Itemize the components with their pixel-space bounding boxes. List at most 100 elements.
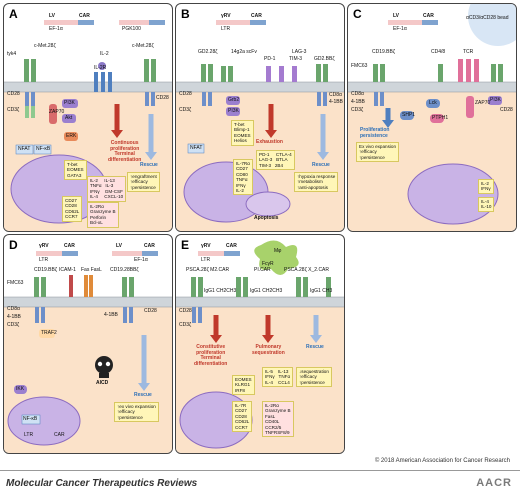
exhaustion-box: PD-1 CTLA-4 LAG-3 BTLA TIM-3 2B4 bbox=[256, 150, 295, 171]
rescue-box: ↑ex vivo expansion ↑efficacy ↑persistenc… bbox=[114, 402, 159, 423]
tf-box: EOMES KLRG1 IRF8 bbox=[232, 375, 255, 396]
pi3k-label: PI3K bbox=[490, 97, 501, 103]
grv-label: γRV bbox=[221, 13, 231, 19]
cd8a-label: CD8α bbox=[7, 306, 20, 312]
cd28-label: CD28 bbox=[144, 308, 157, 314]
erk-label: ERK bbox=[66, 133, 77, 139]
cytokine-box-1: IL-2 IFNγ bbox=[478, 179, 494, 194]
il2-label: IL-2 bbox=[100, 51, 109, 57]
lv-label: LV bbox=[393, 13, 400, 19]
cd48-label: CD4/8 bbox=[431, 49, 446, 55]
car-label: CAR bbox=[251, 13, 262, 19]
zap70-label: ZAP70 bbox=[475, 100, 491, 106]
cmet-car-label-2: c-Met.28ζ bbox=[132, 43, 154, 49]
panel-label-b: B bbox=[181, 7, 190, 21]
cd3-label: CD3ζ bbox=[7, 107, 20, 113]
pi3k-label: PI3K bbox=[228, 108, 239, 114]
outcome-text-2: Pulmonary sequestration bbox=[252, 344, 285, 356]
cd19-car-label: CD19.BBζ bbox=[372, 49, 396, 55]
panel-label-a: A bbox=[9, 7, 18, 21]
ltr-label-2: LTR bbox=[24, 432, 34, 438]
rescue-label: Rescue bbox=[134, 392, 152, 398]
ef-promoter: EF-1α bbox=[49, 26, 63, 32]
cd3-label: CD3ζ bbox=[179, 322, 192, 328]
outcome-text: Proliferation persistence bbox=[360, 127, 390, 139]
rescue-box: ↑hypoxia response ↑metabolism ↑anti-apop… bbox=[294, 172, 339, 193]
outcome-text-1: Constitutive proliferation Terminal diff… bbox=[194, 344, 228, 367]
panel-label-e: E bbox=[181, 238, 190, 252]
panel-a: A LV CAR EF-1α PGK100 c- bbox=[3, 3, 173, 232]
journal-title: Molecular Cancer Therapeutics Reviews bbox=[6, 478, 198, 489]
gd2-car-label: GD2.28ζ bbox=[198, 49, 218, 55]
tcr-label: TCR bbox=[463, 49, 474, 55]
apoptosis-label: Apoptosis bbox=[254, 215, 279, 221]
il2r-label: IL-2R bbox=[94, 65, 107, 71]
igg-label-2: IgG1 CH2CH3 bbox=[250, 288, 283, 294]
tim3-label: TIM-3 bbox=[289, 56, 303, 62]
icam1-label: ICAM-1 bbox=[59, 267, 76, 273]
cd28-label: CD28 bbox=[179, 308, 192, 314]
tyk-label: tyk4 bbox=[7, 51, 17, 57]
lv-label: LV bbox=[116, 243, 123, 249]
traf2-label: TRAF2 bbox=[41, 330, 57, 336]
panel-a-graphics bbox=[4, 20, 172, 231]
cd19-car-label: CD19.BBζ bbox=[34, 267, 58, 273]
nfkb-label: NF-κB bbox=[36, 146, 51, 152]
low-expression-box: CD27 CD28 CD62L CCR7 bbox=[62, 196, 83, 222]
tf-box: T-bet EOMES GATA3 bbox=[64, 160, 87, 181]
zap70-label: ZAP70 bbox=[49, 109, 65, 115]
grv-label: γRV bbox=[39, 243, 49, 249]
41bb-label: 4-1BB bbox=[351, 99, 365, 105]
rescue-label: Rescue bbox=[306, 344, 324, 350]
car-label: CAR bbox=[79, 13, 90, 19]
cd28-label: CD28 bbox=[7, 91, 20, 97]
outcome-text: Continuous proliferation Terminal differ… bbox=[108, 140, 142, 163]
panel-d-graphics bbox=[4, 251, 172, 453]
cd28-right-label: CD28 bbox=[156, 95, 169, 101]
ltr-label: LTR bbox=[201, 257, 211, 263]
ptph1-label: PTPH1 bbox=[432, 115, 449, 121]
cytokine-box-2: IL-4 IL-10 bbox=[478, 197, 495, 212]
fmc63-label: FMC63 bbox=[7, 280, 24, 286]
akt-label: Akt bbox=[65, 115, 73, 121]
cd8a-label: CD8α bbox=[329, 92, 342, 98]
panel-b-graphics bbox=[176, 20, 344, 231]
rescue-label: Rescue bbox=[312, 162, 330, 168]
rescue-box: ↓sequestration ↑efficacy ↑persistence bbox=[296, 367, 332, 388]
ikk-label: IKK bbox=[16, 386, 25, 392]
lv-label: LV bbox=[49, 13, 56, 19]
bead-label: αCD3/αCD28 bead bbox=[466, 15, 509, 21]
fcgr-label: FcγR bbox=[262, 261, 274, 267]
cytokine-box: IL-5 IL-13 IFNγ TNFα IL-4 CCL4 bbox=[262, 367, 294, 388]
nfat-label: NFAT bbox=[18, 146, 31, 152]
panel-label-c: C bbox=[353, 7, 362, 21]
pd1-label: PD-1 bbox=[264, 56, 276, 62]
cmet-car-label: c-Met.28ζ bbox=[34, 43, 56, 49]
41bb-label-2: 4-1BB bbox=[104, 312, 118, 318]
tf-box: T-bet Blimp-1 EOMES Helios bbox=[231, 120, 254, 146]
lck-label: Lck bbox=[429, 100, 437, 106]
rescue-box: ↑engraftment ↑efficacy ↑persistence bbox=[127, 172, 160, 193]
igg-label-1: IgG1 CH2CH3 bbox=[204, 288, 237, 294]
ltr-label: LTR bbox=[221, 26, 231, 32]
psca-m2-car-label: PSCA.28ζ M2.CAR bbox=[186, 267, 230, 273]
aacr-logo: AACR bbox=[476, 477, 512, 489]
pgk-promoter: PGK100 bbox=[122, 26, 141, 32]
gd2bb-label: GD2.BBζ bbox=[314, 56, 335, 62]
nfat-label: NFAT bbox=[190, 145, 203, 151]
panel-e: E γRV CAR LTR Mφ FcγR PSCA.28ζ M2.CAR PI… bbox=[175, 234, 345, 454]
cd3-label: CD3ζ bbox=[7, 322, 20, 328]
car-label: CAR bbox=[226, 243, 237, 249]
cd3-label: CD3ζ bbox=[179, 107, 192, 113]
41bb-label: 4-1BB bbox=[7, 314, 21, 320]
fas-fasl-label: Fas FasL bbox=[81, 267, 102, 273]
lag3-label: LAG-3 bbox=[292, 49, 307, 55]
ef-promoter: EF-1α bbox=[134, 257, 148, 263]
exhaustion-label: Exhaustion bbox=[256, 139, 283, 145]
aicd-label: AICD bbox=[96, 380, 109, 386]
car-label: CAR bbox=[423, 13, 434, 19]
ef-promoter: EF-1α bbox=[393, 26, 407, 32]
41bb-label: 4-1BB bbox=[329, 99, 343, 105]
grv-label: γRV bbox=[201, 243, 211, 249]
cytokine-box: IL-2 IL-13 TNFα IL-3 IFNγ GM-CSF IL-4 CX… bbox=[87, 176, 127, 202]
